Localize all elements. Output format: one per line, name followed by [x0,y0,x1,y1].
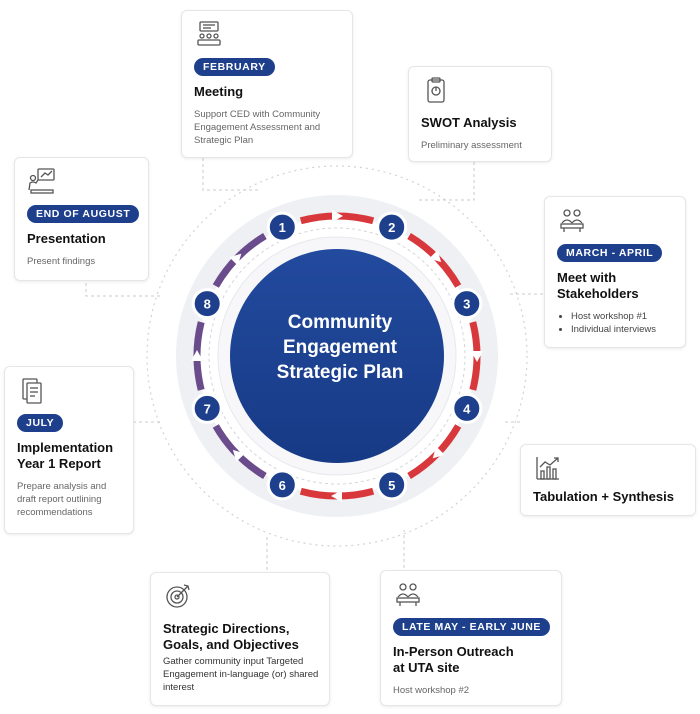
step-markers: 1 2 3 4 5 6 7 8 [191,211,483,501]
arc-arrow [332,210,343,222]
card-stakeholders-list: Host workshop #1 Individual interviews [557,310,673,336]
card-report-desc: Prepare analysis and draft report outlin… [17,481,107,518]
card-outreach-title: In-Person Outreach at UTA site [393,644,514,675]
badge-march-april: MARCH - APRIL [557,244,663,262]
center-title-line: Strategic Plan [276,362,404,383]
center-title: Community Engagement Strategic Plan [240,310,440,385]
card-meeting-title: Meeting [194,84,244,99]
step-marker-2: 2 [376,211,408,243]
card-tabulation-title: Tabulation + Synthesis [533,489,674,504]
people-icon [560,209,584,232]
card-meeting-desc: Support CED with Community Engagement As… [194,109,321,146]
step-number: 5 [388,478,395,493]
step-number: 8 [204,297,211,312]
arc-arrow [232,449,245,462]
card-stakeholders-title: Meet with Stakeholders [557,270,639,301]
badge-july: JULY [17,414,64,432]
step-marker-7: 7 [191,392,223,424]
card-meeting: FEBRUARY Meeting Support CED with Commun… [181,10,353,158]
step-number: 2 [388,220,395,235]
list-item: Host workshop #1 [571,310,673,323]
step-marker-circle [451,288,483,320]
step-marker-circle [266,469,298,501]
arc-arrow [471,351,483,362]
arc-arrow [429,250,442,263]
step-number: 1 [279,220,286,235]
card-report-title: Implementation Year 1 Report [17,440,114,471]
badge-end-of-august: END OF AUGUST [27,205,140,223]
people-icon [396,583,420,606]
step-marker-1: 1 [266,211,298,243]
center-title-line: Community [287,312,393,333]
card-report: JULY Implementation Year 1 Report Prepar… [4,366,134,534]
step-marker-circle [191,288,223,320]
badge-late-may-early-june: LATE MAY - EARLY JUNE [393,618,551,636]
card-swot-title: SWOT Analysis [421,115,517,130]
step-marker-6: 6 [266,469,298,501]
meeting-room-icon [197,21,221,46]
cycle-arcs [191,210,483,502]
outer-dotted-ring [146,165,528,547]
clipboard-icon [427,77,445,103]
step-number: 3 [463,297,470,312]
inner-dashed-ring [208,227,466,485]
step-marker-8: 8 [191,288,223,320]
step-marker-circle [376,469,408,501]
step-marker-circle [451,392,483,424]
step-marker-circle [266,211,298,243]
card-presentation: END OF AUGUST Presentation Present findi… [14,157,149,281]
card-directions: Strategic Directions, Goals, and Objecti… [150,572,330,706]
outer-light-ring [176,195,498,517]
step-number: 4 [463,401,471,416]
card-tabulation: Tabulation + Synthesis [520,444,696,516]
presentation-icon [28,168,55,194]
card-swot: SWOT Analysis Preliminary assessment [408,66,552,162]
arc-arrow [331,490,342,502]
step-marker-3: 3 [451,288,483,320]
arc-arrow [432,446,445,459]
list-item: Individual interviews [571,323,673,336]
card-directions-desc: Gather community input Targeted Engageme… [163,656,319,693]
arc-arrow [229,253,242,266]
card-swot-desc: Preliminary assessment [421,140,522,151]
card-directions-title: Strategic Directions, Goals, and Objecti… [163,621,299,652]
step-number: 6 [279,478,286,493]
card-stakeholders: MARCH - APRIL Meet with Stakeholders Hos… [544,196,686,348]
center-title-line: Engagement [282,337,398,358]
step-marker-circle [191,392,223,424]
connector-lines [85,158,543,570]
card-outreach: LATE MAY - EARLY JUNE In-Person Outreach… [380,570,562,706]
document-icon [22,378,42,404]
center-circle [230,249,444,463]
badge-february: FEBRUARY [194,58,275,76]
step-number: 7 [204,401,211,416]
card-presentation-title: Presentation [27,231,106,246]
card-presentation-desc: Present findings [27,256,96,267]
target-icon [166,584,190,608]
step-marker-circle [376,211,408,243]
step-marker-4: 4 [451,392,483,424]
step-marker-5: 5 [376,469,408,501]
card-outreach-desc: Host workshop #2 [393,685,470,696]
arc-arrow [191,350,203,361]
chart-icon [536,457,559,480]
